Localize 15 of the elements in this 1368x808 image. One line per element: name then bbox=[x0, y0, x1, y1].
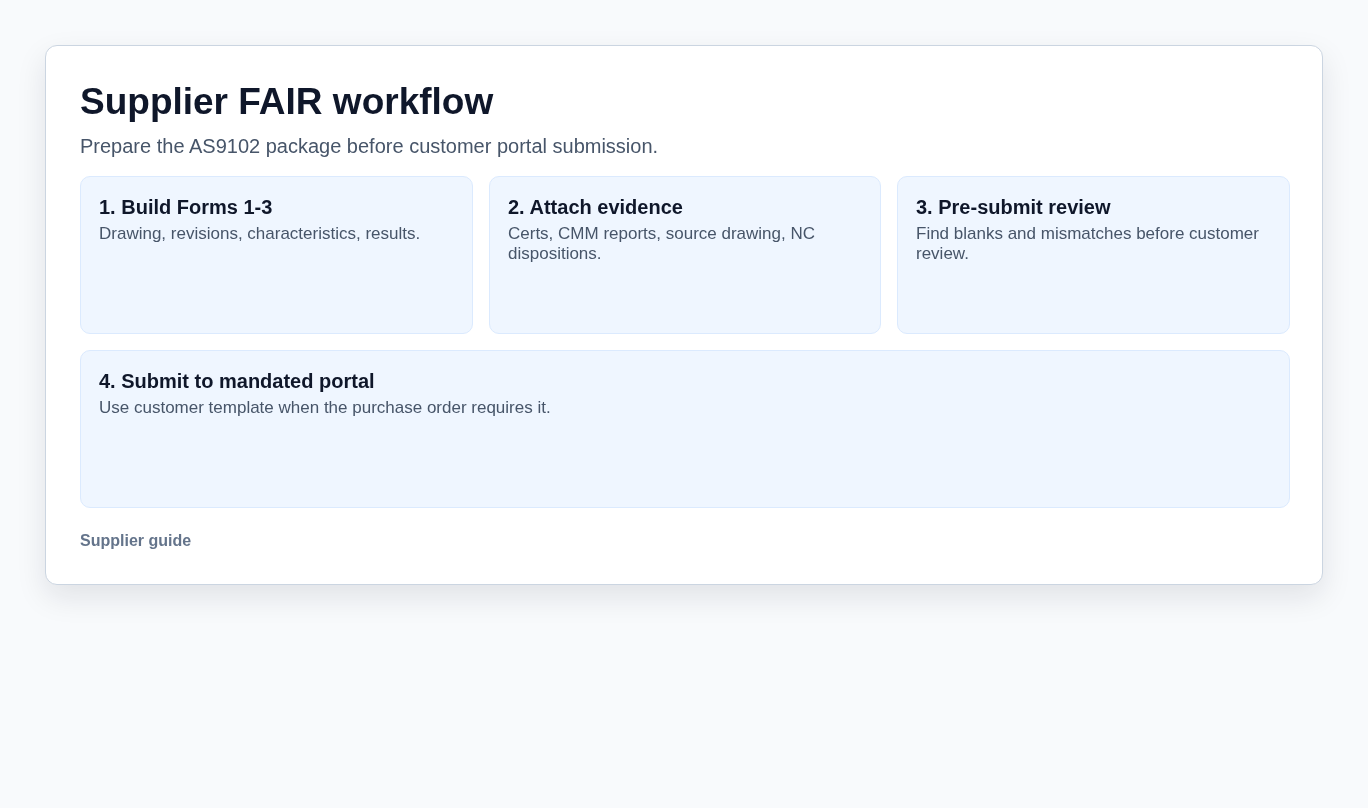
step-heading: 4. Submit to mandated portal bbox=[99, 369, 376, 394]
step-heading: 1. Build Forms 1-3 bbox=[99, 195, 274, 220]
step-card bbox=[489, 176, 881, 334]
step-description: Use customer template when the purchase order requires it. bbox=[99, 398, 552, 418]
step-heading: 3. Pre-submit review bbox=[916, 195, 1112, 220]
step-description: Find blanks and mismatches before customer review. bbox=[916, 224, 1260, 264]
step-card bbox=[80, 350, 1290, 508]
step-card bbox=[80, 176, 473, 334]
subtitle-text: Prepare the AS9102 package before customer portal submission. bbox=[80, 134, 659, 159]
step-card bbox=[897, 176, 1290, 334]
diagram-title: Supplier FAIR workflow bbox=[80, 80, 494, 124]
footer-note: Supplier guide bbox=[80, 531, 192, 551]
step-description: Certs, CMM reports, source drawing, NC dispositions. bbox=[508, 224, 817, 264]
step-description: Drawing, revisions, characteristics, results. bbox=[99, 224, 422, 244]
step-heading: 2. Attach evidence bbox=[508, 195, 684, 220]
